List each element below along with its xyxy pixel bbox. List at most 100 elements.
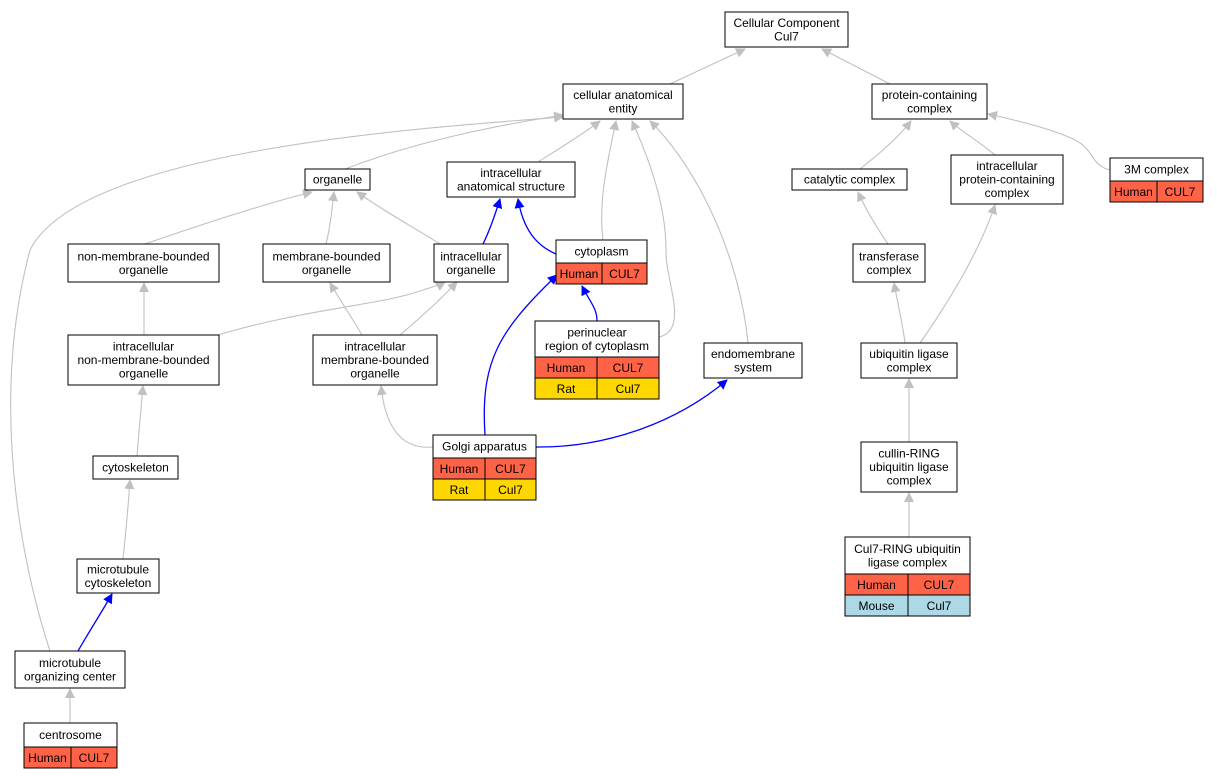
edge-is_a (821, 48, 891, 85)
node-inmbo[interactable]: intracellularnon-membrane-boundedorganel… (67, 334, 220, 386)
node-label: organizing center (24, 669, 116, 683)
node-label: system (734, 360, 772, 374)
edge-is_a (537, 120, 601, 163)
node-label: complex (887, 360, 932, 374)
node-label: organelle (350, 367, 400, 381)
node-box (262, 243, 391, 283)
node-label: complex (907, 101, 952, 115)
gene-cell (70, 746, 118, 769)
node-label: entity (609, 101, 638, 115)
species-label: Human (1114, 185, 1153, 199)
gene-label: CUL7 (495, 462, 526, 476)
node-label: catalytic complex (804, 173, 895, 187)
node-box (92, 455, 179, 480)
edge-is_a (857, 191, 889, 245)
gene-label: Cul7 (616, 382, 641, 396)
node-label: endomembrane (711, 347, 795, 361)
edge-part_of (535, 379, 728, 448)
edge-is_a (649, 120, 749, 344)
edge-part_of (482, 198, 503, 245)
node-box (724, 11, 849, 48)
edge-is_a (669, 48, 746, 85)
edge-part_of (77, 593, 113, 652)
node-box (67, 334, 220, 386)
gene-label: CUL7 (613, 361, 644, 375)
gene-label: Cul7 (927, 599, 952, 613)
node-label: cytoplasm (574, 245, 628, 259)
edge-is_a (399, 281, 458, 336)
node-label: intracellular (113, 340, 174, 354)
node-box (446, 161, 576, 198)
node-cat[interactable]: catalytic complex (791, 168, 908, 191)
node-label: non-membrane-bounded (77, 353, 209, 367)
node-cysk[interactable]: cytoskeleton (92, 455, 179, 480)
gene-cell (484, 478, 537, 501)
node-label: complex (887, 474, 932, 488)
node-label: cellular anatomical (573, 88, 672, 102)
node-label: centrosome (39, 728, 102, 742)
edge-is_a (949, 120, 996, 156)
node-label: non-membrane-bounded (77, 249, 209, 263)
species-row: Human CUL7 (1109, 180, 1204, 203)
node-label: membrane-bounded (272, 249, 380, 263)
species-label: Rat (450, 483, 469, 497)
gene-cell (596, 377, 660, 400)
node-box (433, 243, 509, 283)
node-label: intracellular (344, 340, 405, 354)
edge-is_a (890, 282, 906, 344)
node-box (76, 558, 160, 594)
node-label: cytoskeleton (102, 461, 169, 475)
node-box (791, 168, 908, 191)
node-box (304, 168, 371, 191)
node-label: Cellular Component (733, 16, 840, 30)
node-label: cytoskeleton (85, 576, 152, 590)
node-box (703, 342, 803, 379)
node-box (852, 243, 926, 283)
node-org[interactable]: organelle (304, 168, 371, 191)
node-label: Cul7 (774, 29, 799, 43)
gene-label: CUL7 (1165, 185, 1196, 199)
edge-layer (10, 48, 1111, 723)
edge-is_a (217, 281, 446, 336)
edge-is_a (325, 191, 338, 245)
node-label: complex (867, 263, 912, 277)
node-label: organelle (302, 263, 352, 277)
node-box (67, 243, 220, 283)
node-box (312, 334, 438, 386)
node-label: organelle (119, 367, 169, 381)
node-label: cullin-RING (878, 447, 939, 461)
node-label: protein-containing (882, 88, 977, 102)
species-row: Human CUL7 (534, 356, 660, 379)
gene-label: CUL7 (79, 751, 110, 765)
node-label: anatomical structure (457, 179, 565, 193)
node-label: intracellular (480, 166, 541, 180)
species-label: Human (547, 361, 586, 375)
edge-part_of (514, 198, 557, 255)
